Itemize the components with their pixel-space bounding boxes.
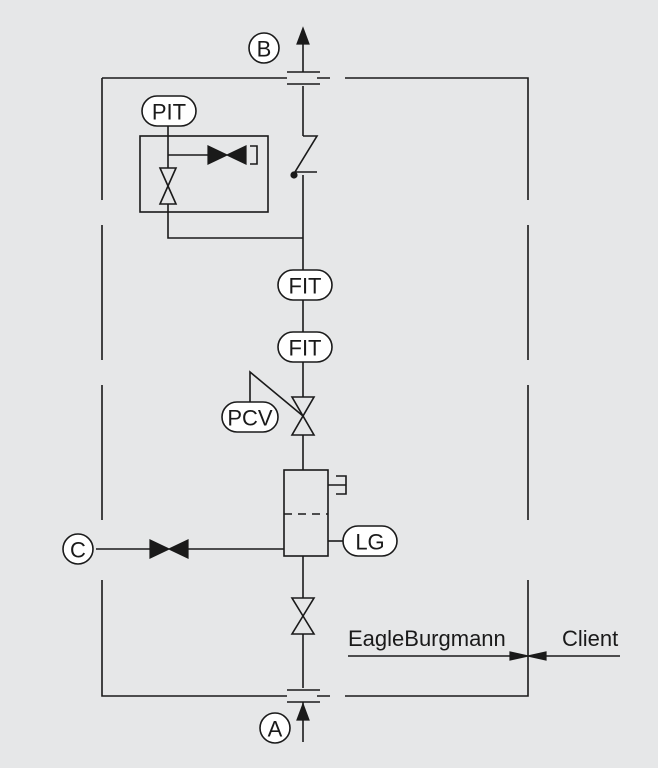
pcv-valve	[249, 370, 316, 436]
pit-isolation-valve	[158, 167, 178, 205]
connection-a-label: A	[268, 717, 283, 742]
supplier-label: EagleBurgmann	[348, 626, 506, 651]
fit-lower-tag: FIT	[277, 331, 333, 363]
pit-enclosure	[139, 124, 303, 239]
connection-b-label: B	[257, 37, 272, 62]
check-valve	[290, 135, 319, 179]
inlet-valve	[290, 597, 316, 635]
connection-a: A	[259, 712, 291, 744]
drain-line	[96, 539, 284, 559]
connection-c: C	[62, 533, 94, 565]
fit-lower-label: FIT	[289, 336, 322, 361]
pcv-tag: PCV	[221, 401, 279, 433]
customer-label: Client	[562, 626, 618, 651]
connection-b: B	[248, 32, 280, 64]
fit-upper-tag: FIT	[277, 269, 333, 301]
pit-label: PIT	[152, 100, 186, 125]
fit-upper-label: FIT	[289, 274, 322, 299]
lg-label: LG	[355, 530, 384, 555]
skid-boundary	[101, 77, 529, 697]
arrow-up-inlet	[296, 702, 310, 742]
pcv-label: PCV	[227, 406, 273, 431]
flange-bottom	[287, 689, 320, 703]
pit-tag: PIT	[141, 95, 197, 127]
flange-top	[287, 71, 320, 85]
pit-vent-valve	[207, 145, 258, 165]
reservoir-vessel	[283, 469, 347, 557]
arrow-up-outlet	[296, 26, 310, 72]
scope-divider: EagleBurgmann Client	[348, 626, 620, 661]
lg-tag: LG	[342, 525, 398, 557]
connection-c-label: C	[70, 538, 86, 563]
